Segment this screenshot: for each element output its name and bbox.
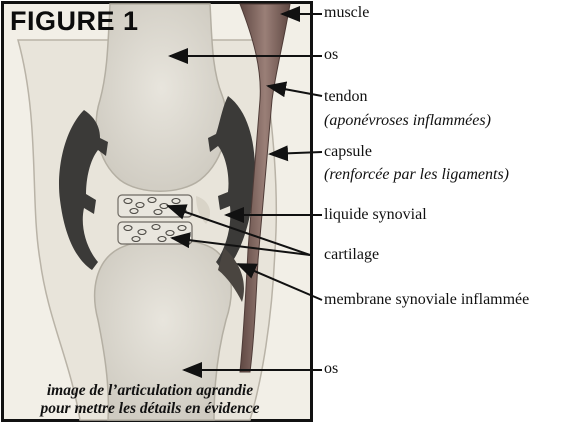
label-liquide-synovial: liquide synovial (324, 206, 427, 224)
figure-title: FIGURE 1 (10, 6, 139, 37)
caption-line-1: image de l’articulation agrandie (0, 382, 300, 400)
figure-caption: image de l’articulation agrandie pour me… (0, 382, 300, 418)
label-capsule: capsule (324, 143, 372, 161)
label-muscle: muscle (324, 4, 369, 22)
label-os-bottom: os (324, 360, 338, 378)
label-tendon: tendon (324, 88, 368, 106)
label-cartilage: cartilage (324, 246, 379, 264)
label-os-top: os (324, 46, 338, 64)
label-membrane-synoviale: membrane synoviale inflammée (324, 291, 529, 309)
label-capsule-note: (renforcée par les ligaments) (324, 166, 509, 184)
caption-line-2: pour mettre les détails en évidence (0, 400, 300, 418)
label-tendon-note: (aponévroses inflammées) (324, 112, 491, 130)
